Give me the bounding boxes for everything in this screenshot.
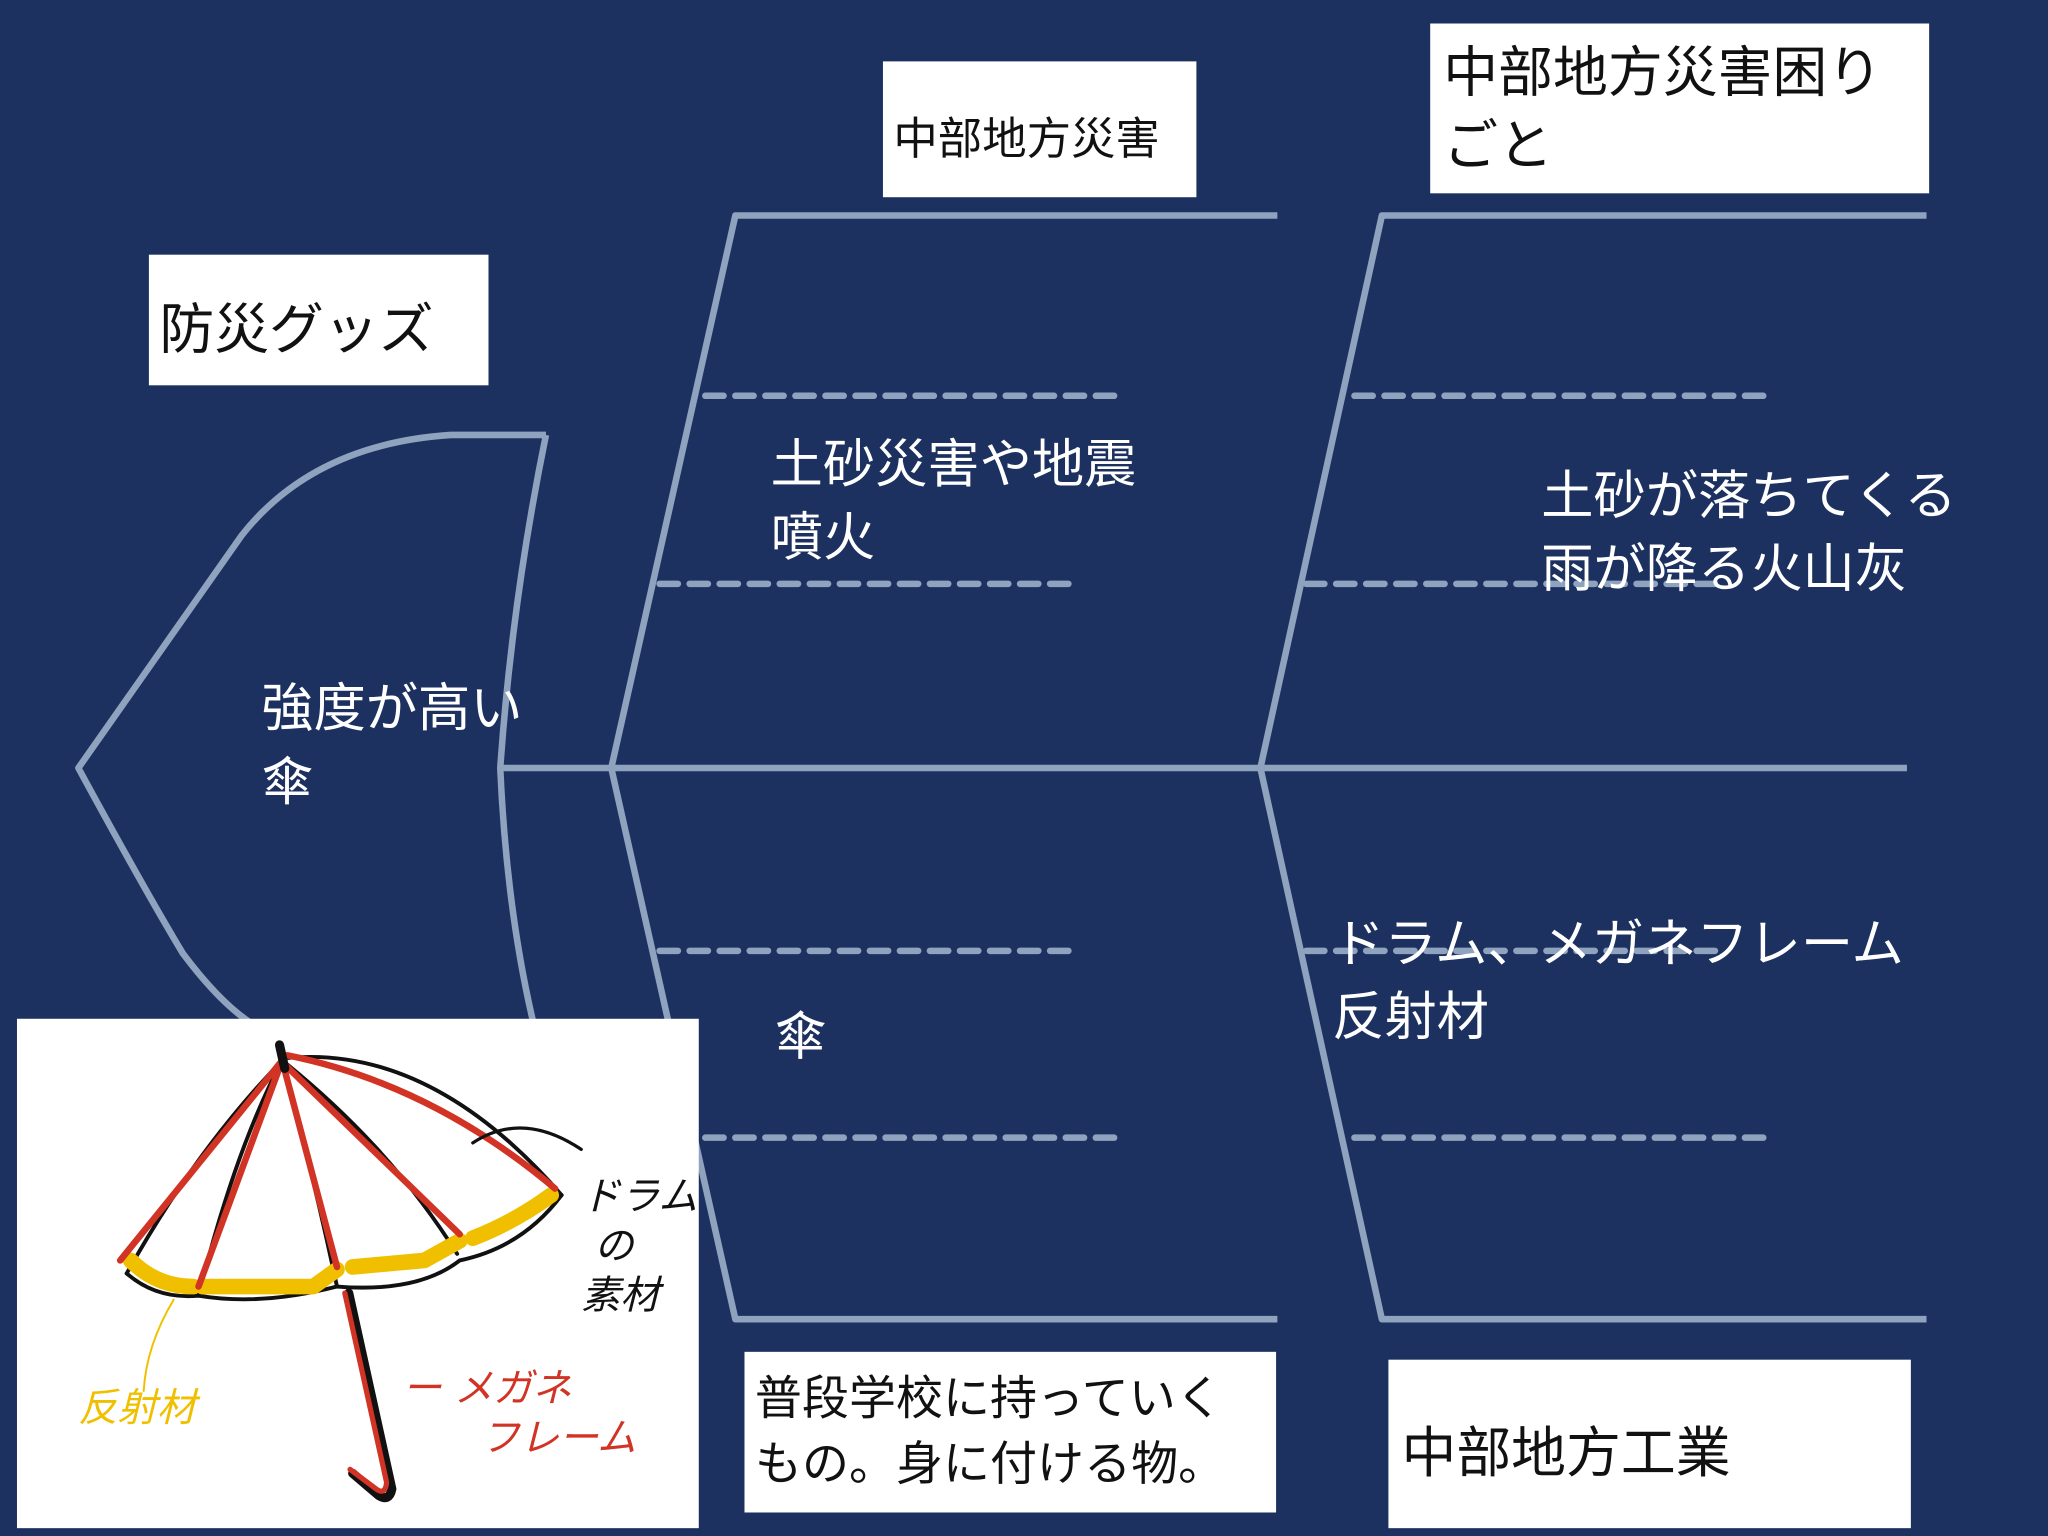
trouble-label-line1: 中部地方災害困り xyxy=(1443,40,1883,105)
label-box-industry: 中部地方工業 xyxy=(1388,1359,1911,1529)
trouble-label-line2: ごと xyxy=(1443,113,1553,178)
industry-label: 中部地方工業 xyxy=(1401,1421,1731,1486)
umbrella-drawing: ドラム の 素材 反射材 ー メガネ フレーム xyxy=(16,1018,699,1529)
lower-right-line2: 反射材 xyxy=(1332,987,1489,1048)
head-text-line2: 傘 xyxy=(261,752,314,813)
head-text: 強度が高い 傘 xyxy=(261,673,522,819)
drum-label-line2: の xyxy=(594,1223,634,1270)
bone-lower-1 xyxy=(608,767,1278,1323)
label-box-disaster: 中部地方災害 xyxy=(882,61,1197,198)
label-frame: ー メガネ フレーム xyxy=(402,1365,636,1464)
drum-label-line1: ドラム xyxy=(581,1174,698,1220)
bone-upper-1 xyxy=(608,212,1278,769)
upper-left-text: 土砂災害や地震 噴火 xyxy=(771,428,1137,574)
lower-right-text: ドラム、メガネフレーム 反射材 xyxy=(1332,908,1904,1054)
label-box-trouble: 中部地方災害困り ごと xyxy=(1430,23,1930,194)
upper-right-text: 土砂が落ちてくる 雨が降る火山灰 xyxy=(1541,460,1956,606)
head-text-line1: 強度が高い xyxy=(261,679,523,740)
lower-left-text: 傘 xyxy=(774,1007,827,1068)
disaster-label: 中部地方災害 xyxy=(893,113,1160,166)
label-reflector: 反射材 xyxy=(78,1385,196,1432)
umbrella-icon xyxy=(116,1040,583,1503)
upper-left-line1: 土砂災害や地震 xyxy=(770,434,1137,496)
goods-label: 防災グッズ xyxy=(159,297,434,362)
upper-right-line1: 土砂が落ちてくる xyxy=(1541,466,1957,527)
school-label-line1: 普段学校に持っていく xyxy=(754,1372,1223,1427)
bone-lower-2 xyxy=(1257,767,1927,1323)
upper-left-line2: 噴火 xyxy=(770,508,876,569)
frame-label-line2: フレーム xyxy=(480,1415,637,1462)
drum-label-line3: 素材 xyxy=(581,1273,660,1320)
frame-label-line1: ー メガネ xyxy=(402,1366,572,1412)
label-box-goods: 防災グッズ xyxy=(148,254,489,386)
label-box-school: 普段学校に持っていく もの。身に付ける物。 xyxy=(744,1351,1277,1513)
upper-right-line2: 雨が降る火山灰 xyxy=(1541,539,1907,600)
school-label-line2: もの。身に付ける物。 xyxy=(754,1438,1226,1492)
label-drum-material: ドラム の 素材 xyxy=(581,1173,697,1322)
lower-right-line1: ドラム、メガネフレーム xyxy=(1332,914,1904,975)
bone-upper-2 xyxy=(1257,212,1927,769)
